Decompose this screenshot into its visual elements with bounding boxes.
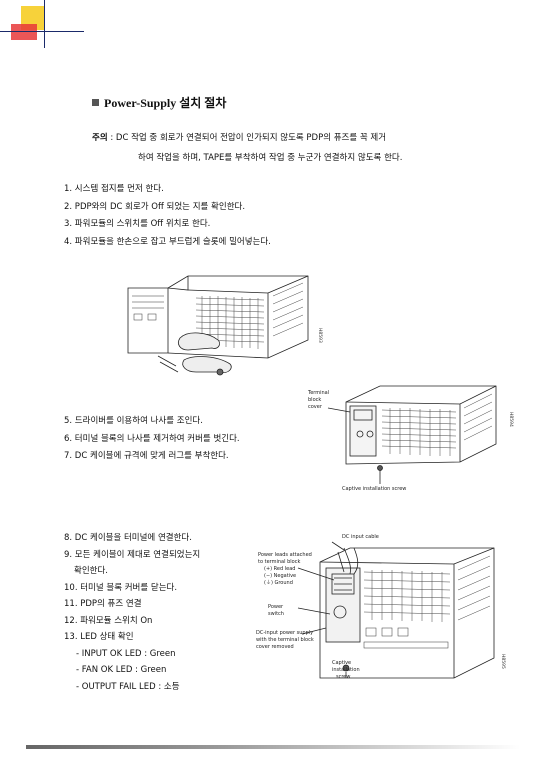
step-3: 3. 파워모듈의 스위치를 Off 위치로 한다. [64,219,211,229]
polarity-line-1: Power leads attached [258,552,312,558]
caution-note: 주의 : DC 작업 중 회로가 연결되어 전압이 인가되지 않도록 PDP의 … [92,128,512,168]
dc-input-label-1: DC-input power supply [256,630,313,636]
steps-group-1: 1. 시스템 접지를 먼저 한다. 2. PDP와의 DC 회로가 Off 되었… [64,181,271,251]
captive-screw-label-3: screw [336,674,350,680]
terminal-block-label-1: Terminal [307,390,329,396]
step-11: 11. PDP의 퓨즈 연결 [64,599,142,609]
dc-input-cable-label: DC input cable [342,534,379,540]
power-switch-label-2: switch [268,611,284,617]
polarity-line-2: to terminal block [258,559,300,565]
polarity-line-3: (+) Red lead [264,566,295,572]
led-fan-ok: - FAN OK LED : Green [76,665,167,675]
captive-screw-label-2: installation [332,667,360,673]
polarity-line-5: (⏚) Ground [264,579,293,586]
led-input-ok: - INPUT OK LED : Green [76,648,176,659]
square-bullet-icon [92,99,99,106]
figure-dc-cable-connection: DC input cable Power leads attached to t… [256,534,506,680]
step-9-cont: 확인한다. [74,566,108,576]
step-8: 8. DC 케이블을 터미널에 연결한다. [64,533,192,543]
corner-red-square [11,24,37,40]
caution-line-1: : DC 작업 중 회로가 연결되어 전압이 인가되지 않도록 PDP의 퓨즈를… [107,133,387,143]
power-switch-label-1: Power [268,604,284,610]
caution-label: 주의 [92,133,108,143]
terminal-block-label-3: cover [308,404,323,410]
figure-2-id: H8594 [508,412,514,427]
step-5: 5. 드라이버를 이용하여 나사를 조인다. [64,416,203,426]
page-title: Power-Supply 설치 절차 [92,94,226,111]
step-10: 10. 터미널 블록 커버를 닫는다. [64,582,178,593]
step-4: 4. 파워모듈을 한손으로 잡고 부드럽게 슬롯에 밀어넣는다. [64,236,271,247]
figure-captive-screw: Terminal block cover Captive installatio… [307,385,514,492]
step-9: 9. 모든 케이블이 제대로 연결되었는지 [64,549,201,560]
corner-horizontal-line [0,31,84,32]
steps-group-3: 8. DC 케이블을 터미널에 연결한다. 9. 모든 케이블이 제대로 연결되… [64,530,244,695]
footer-gradient-bar [26,745,520,749]
caution-line-2: 하여 작업을 하며, TAPE를 부착하여 작업 중 누군가 연결하지 않도록 … [138,153,403,163]
dc-input-label-3: cover removed [256,644,294,650]
dc-input-label-2: with the terminal block [256,637,314,643]
step-1: 1. 시스템 접지를 먼저 한다. [64,184,164,194]
corner-vertical-line [44,0,45,48]
captive-screw-label: Captive installation screw [342,486,406,492]
figure-insert-power-module: H8593 [127,275,323,376]
terminal-block-label-2: block [308,397,321,403]
figure-1-id: H8593 [317,328,323,343]
step-7: 7. DC 케이블에 규격에 맞게 러그를 부착한다. [64,451,229,461]
step-6: 6. 터미널 블록의 나사를 제거하여 커버를 벗긴다. [64,433,240,444]
captive-screw-label-1: Captive [332,660,351,666]
step-13: 13. LED 상태 확인 [64,632,134,642]
figure-3-id: H8595 [500,654,506,669]
led-output-fail: - OUTPUT FAIL LED : 소등 [76,681,180,692]
polarity-line-4: (−) Negative [264,573,296,579]
steps-group-2: 5. 드라이버를 이용하여 나사를 조인다. 6. 터미널 블록의 나사를 제거… [64,413,240,466]
step-12: 12. 파워모듈 스위치 On [64,615,153,626]
step-2: 2. PDP와의 DC 회로가 Off 되었는 지를 확인한다. [64,201,246,212]
